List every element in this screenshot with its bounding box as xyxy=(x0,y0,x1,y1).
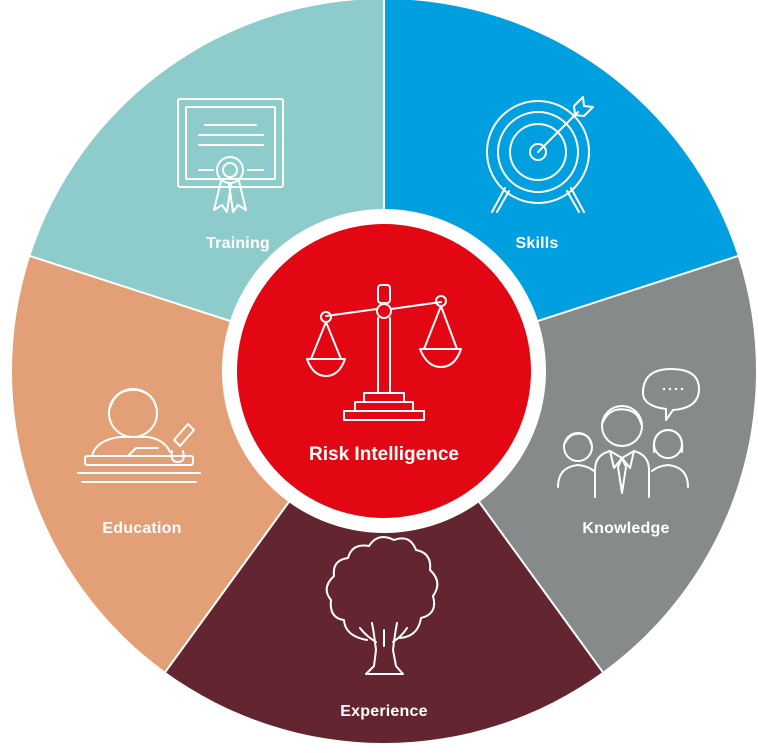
segment-experience xyxy=(165,371,603,743)
segment-label-education: Education xyxy=(102,520,181,537)
people-speech-icon xyxy=(557,368,700,498)
target-icon xyxy=(486,96,594,213)
segment-label-skills: Skills xyxy=(515,235,558,252)
tree-icon xyxy=(325,536,439,675)
segment-label-experience: Experience xyxy=(340,703,427,720)
balance-scale-icon xyxy=(306,284,462,421)
student-writing-icon xyxy=(77,388,201,483)
center-label: Risk Intelligence xyxy=(309,444,459,465)
segment-label-knowledge: Knowledge xyxy=(582,520,669,537)
certificate-icon xyxy=(177,98,284,213)
segment-label-training: Training xyxy=(206,235,270,252)
center-disc xyxy=(237,224,531,518)
